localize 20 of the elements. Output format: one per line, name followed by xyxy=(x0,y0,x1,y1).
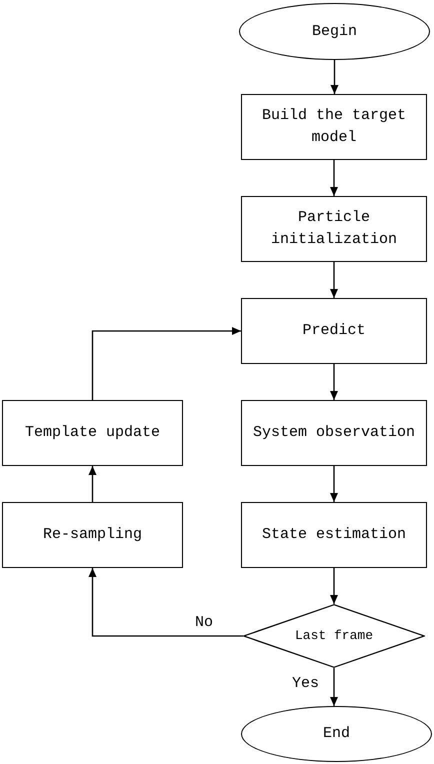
process-box: Re-sampling xyxy=(2,502,183,568)
arrow xyxy=(330,262,338,298)
arrow xyxy=(92,327,241,400)
arrow xyxy=(330,466,338,502)
arrow xyxy=(330,60,338,94)
arrow xyxy=(88,466,96,502)
terminal-oval: End xyxy=(241,706,432,762)
process-box: Template update xyxy=(2,400,183,466)
decision-diamond: Last frame xyxy=(243,604,425,668)
arrow xyxy=(330,568,338,604)
process-box: Particle initialization xyxy=(241,196,427,262)
process-box: Predict xyxy=(241,298,427,364)
process-box: System observation xyxy=(241,400,427,466)
arrow xyxy=(330,364,338,400)
process-box: Build the target model xyxy=(241,94,427,160)
arrow xyxy=(88,568,243,637)
terminal-oval: Begin xyxy=(239,3,430,60)
arrow xyxy=(330,668,338,706)
arrow xyxy=(330,160,338,196)
process-box: State estimation xyxy=(241,502,427,568)
